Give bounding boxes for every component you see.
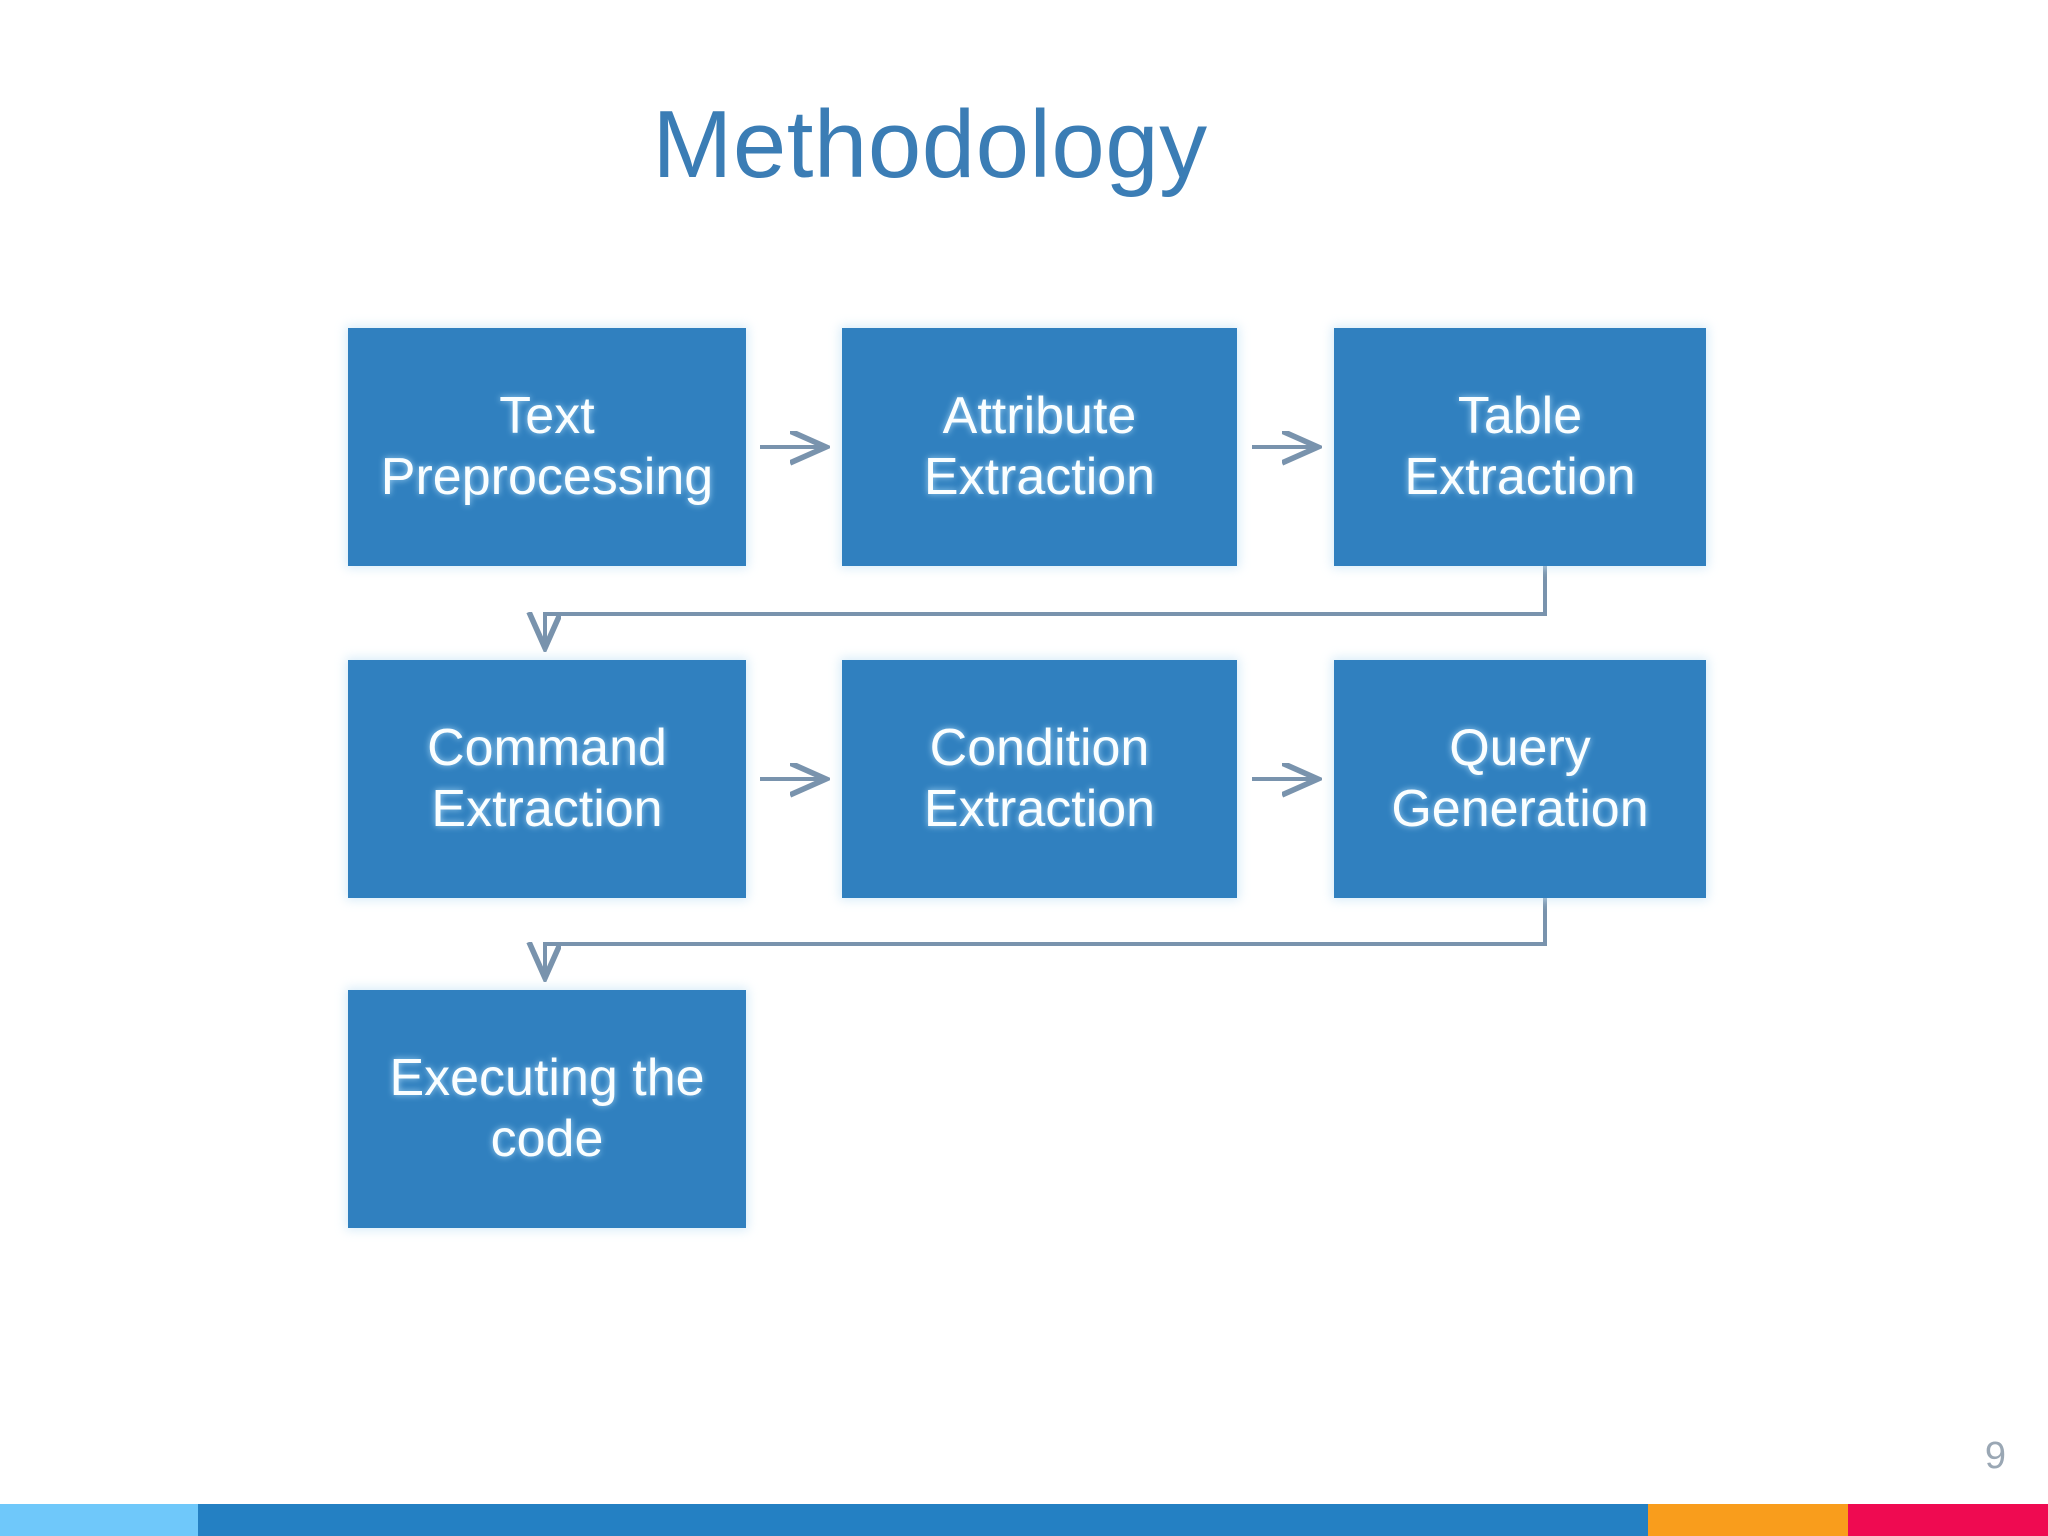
flow-box-label: Table Extraction <box>1404 386 1636 506</box>
flow-box-executing-the-code[interactable]: Executing the code <box>348 990 746 1228</box>
flow-box-condition-extraction[interactable]: Condition Extraction <box>842 660 1237 898</box>
flow-box-label: Command Extraction <box>427 718 667 838</box>
flow-box-label: Text Preprocessing <box>380 386 714 506</box>
flow-box-label: Condition Extraction <box>923 718 1156 838</box>
flow-box-attribute-extraction[interactable]: Attribute Extraction <box>842 328 1237 566</box>
accent-bar-segment-crimson <box>1848 1504 2048 1536</box>
accent-bar-segment-lightblue <box>0 1504 198 1536</box>
flow-box-command-extraction[interactable]: Command Extraction <box>348 660 746 898</box>
arrow-query-generation-to-executing-the-code <box>545 898 1547 978</box>
flow-box-text-preprocessing[interactable]: Text Preprocessing <box>348 328 746 566</box>
flow-box-label: Attribute Extraction <box>923 386 1156 506</box>
page-number: 9 <box>1984 1435 2006 1477</box>
flow-box-table-extraction[interactable]: Table Extraction <box>1334 328 1706 566</box>
accent-bar-segment-blue <box>198 1504 1648 1536</box>
flow-box-label: Executing the code <box>389 1048 705 1168</box>
methodology-flowchart: Text Preprocessing Attribute Extraction … <box>348 328 1706 1228</box>
flow-box-query-generation[interactable]: Query Generation <box>1334 660 1706 898</box>
bottom-accent-bar <box>0 1504 2048 1536</box>
accent-bar-segment-orange <box>1648 1504 1848 1536</box>
flow-box-label: Query Generation <box>1391 718 1649 838</box>
page-title: Methodology <box>652 91 1208 198</box>
arrow-table-extraction-to-command-extraction <box>545 566 1547 648</box>
